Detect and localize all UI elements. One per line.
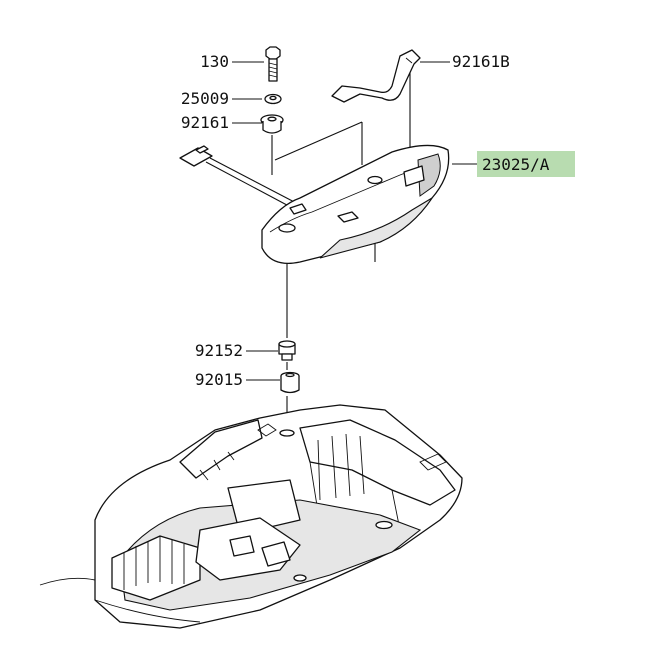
nut-92152 <box>278 340 296 361</box>
rear-fender-assembly <box>39 404 463 629</box>
grommet-92161 <box>260 114 284 134</box>
tail-light-23025A <box>179 144 450 265</box>
label-130: 130 <box>200 52 229 71</box>
washer-25009 <box>264 93 282 105</box>
collar-92015 <box>280 371 300 394</box>
label-25009: 25009 <box>181 89 229 108</box>
label-92015: 92015 <box>195 370 243 389</box>
label-92152: 92152 <box>195 341 243 360</box>
label-92161B: 92161B <box>452 52 510 71</box>
bolt-130 <box>265 46 281 82</box>
label-23025A-highlight <box>477 151 575 177</box>
bracket-92161B <box>331 49 421 103</box>
label-23025A: 23025/A <box>482 155 550 174</box>
label-92161: 92161 <box>181 113 229 132</box>
callout-labels: 130 92161B 25009 92161 23025/A 92152 920… <box>181 52 575 389</box>
